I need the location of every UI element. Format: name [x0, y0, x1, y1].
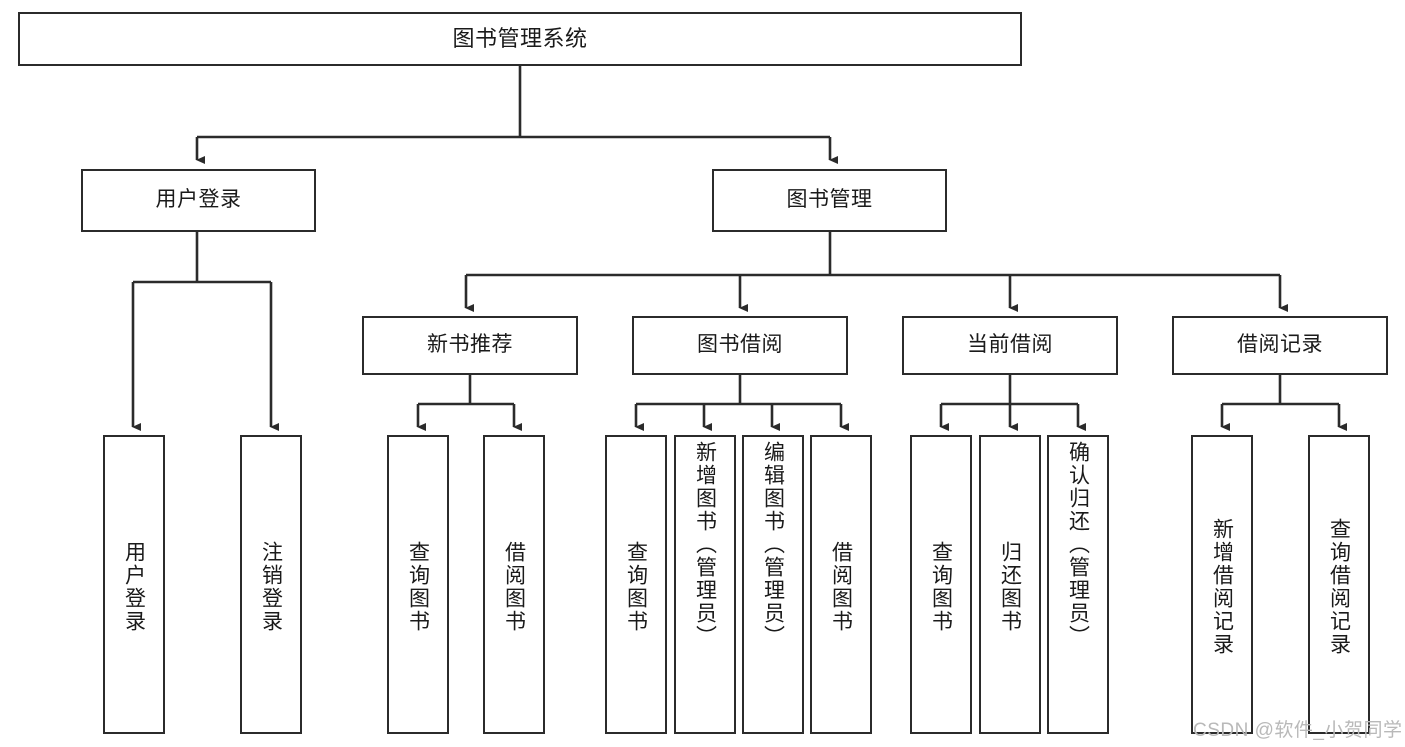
- leaf-edit-book-admin[interactable]: 编辑图书（管理员）: [742, 435, 804, 734]
- leaf-query-borrow-record[interactable]: 查询借阅记录: [1308, 435, 1370, 734]
- node-label: 查询图书: [929, 540, 953, 633]
- leaf-logout-login[interactable]: 注销登录: [240, 435, 302, 734]
- leaf-confirm-return-admin[interactable]: 确认归还（管理员）: [1047, 435, 1109, 734]
- leaf-borrow-book-new[interactable]: 借阅图书: [483, 435, 545, 734]
- leaf-query-book-borrow[interactable]: 查询图书: [605, 435, 667, 734]
- node-label: 图书管理系统: [452, 26, 588, 52]
- node-label: 新增借阅记录: [1210, 517, 1234, 656]
- node-label: 归还图书: [998, 540, 1022, 633]
- node-label: 借阅图书: [502, 540, 526, 633]
- node-label: 当前借阅: [967, 333, 1053, 357]
- leaf-query-book-new[interactable]: 查询图书: [387, 435, 449, 734]
- node-label: 注销登录: [259, 540, 283, 633]
- node-label: 查询图书: [624, 540, 648, 633]
- node-borrow-record[interactable]: 借阅记录: [1172, 316, 1388, 375]
- node-label: 图书借阅: [697, 333, 783, 357]
- leaf-query-book-current[interactable]: 查询图书: [910, 435, 972, 734]
- node-label: 借阅图书: [829, 540, 853, 633]
- node-new-book-recommend[interactable]: 新书推荐: [362, 316, 578, 375]
- node-label: 确认归还（管理员）: [1066, 441, 1090, 648]
- node-book-borrow[interactable]: 图书借阅: [632, 316, 848, 375]
- node-user-login[interactable]: 用户登录: [81, 169, 316, 232]
- node-label: 借阅记录: [1237, 333, 1323, 357]
- node-root-system[interactable]: 图书管理系统: [18, 12, 1022, 66]
- csdn-watermark: CSDN @软件_小贺同学: [1193, 720, 1403, 741]
- leaf-return-book[interactable]: 归还图书: [979, 435, 1041, 734]
- leaf-user-login[interactable]: 用户登录: [103, 435, 165, 734]
- leaf-add-book-admin[interactable]: 新增图书（管理员）: [674, 435, 736, 734]
- leaf-add-borrow-record[interactable]: 新增借阅记录: [1191, 435, 1253, 734]
- node-label: 查询借阅记录: [1327, 517, 1351, 656]
- node-label: 用户登录: [155, 188, 242, 212]
- node-label: 编辑图书（管理员）: [761, 441, 785, 648]
- node-current-borrow[interactable]: 当前借阅: [902, 316, 1118, 375]
- node-label: 图书管理: [786, 188, 873, 212]
- node-label: 用户登录: [122, 540, 146, 633]
- leaf-borrow-book[interactable]: 借阅图书: [810, 435, 872, 734]
- node-book-management[interactable]: 图书管理: [712, 169, 947, 232]
- node-label: 新增图书（管理员）: [693, 441, 717, 648]
- node-label: 新书推荐: [427, 333, 513, 357]
- node-label: 查询图书: [406, 540, 430, 633]
